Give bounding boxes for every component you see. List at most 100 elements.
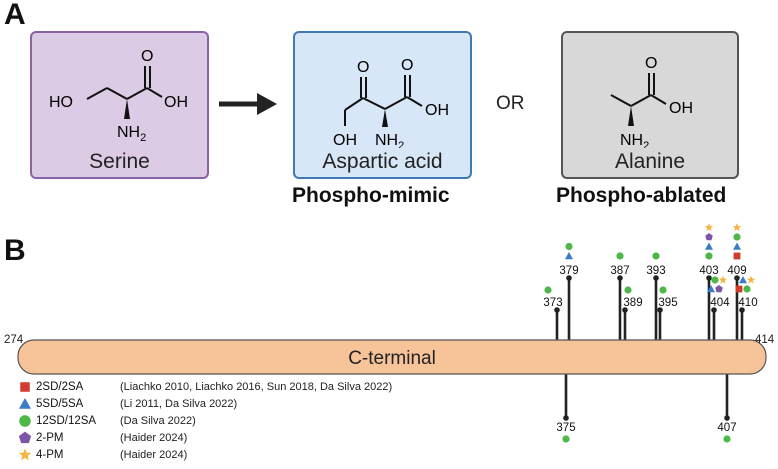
- domain-start-label: 274: [4, 334, 24, 346]
- legend-label: 4-PM: [36, 448, 64, 461]
- alanine-oh: OH: [669, 100, 693, 117]
- marker-square-409: [733, 252, 741, 260]
- legend-reference: (Da Silva 2022): [120, 414, 196, 427]
- marker-star-410: [746, 275, 756, 284]
- star-icon: [18, 447, 32, 462]
- legend: 2SD/2SA (Liachko 2010, Liachko 2016, Sun …: [18, 378, 392, 463]
- circle-icon: [18, 414, 32, 428]
- alanine-structure: O OH NH2: [610, 55, 693, 148]
- site-dot-410: [739, 307, 745, 313]
- legend-label: 2SD/2SA: [36, 380, 84, 393]
- marker-star-404: [718, 275, 728, 284]
- serine-o: O: [141, 48, 153, 65]
- aspartic-oh-left: OH: [333, 132, 357, 148]
- marker-circle-373: [544, 286, 552, 294]
- legend-item-triangle: 5SD/5SA (Li 2011, Da Silva 2022): [18, 395, 392, 412]
- site-label-379: 379: [559, 265, 578, 277]
- legend-reference: (Li 2011, Da Silva 2022): [120, 397, 238, 410]
- phospho-ablated-caption: Phospho-ablated: [556, 184, 727, 207]
- legend-marker-star: [18, 447, 32, 460]
- legend-label: 12SD/12SA: [36, 414, 97, 427]
- marker-circle-409: [733, 233, 741, 241]
- site-label-409: 409: [727, 265, 746, 277]
- marker-circle-389: [624, 286, 632, 294]
- marker-square-410: [735, 285, 743, 293]
- aspartic-oh-right: OH: [425, 102, 449, 119]
- marker-circle-404: [711, 276, 719, 284]
- site-dot-379: [566, 275, 572, 281]
- site-389: 389: [622, 286, 643, 313]
- legend-label: 5SD/5SA: [36, 397, 84, 410]
- legend-item-square: 2SD/2SA (Liachko 2010, Liachko 2016, Sun …: [18, 378, 392, 395]
- legend-reference: (Haider 2024): [120, 448, 188, 461]
- legend-marker-circle: [19, 414, 31, 427]
- alanine-nh2: NH2: [620, 132, 649, 148]
- pentagon-icon: [18, 431, 32, 445]
- legend-reference: (Liachko 2010, Liachko 2016, Sun 2018, D…: [120, 380, 393, 393]
- site-dot-407: [724, 415, 730, 421]
- site-label-387: 387: [610, 265, 629, 277]
- aspartic-acid-box: O O OH OH NH2 Aspartic acid: [293, 31, 472, 179]
- marker-pentagon-404: [715, 285, 723, 293]
- site-label-393: 393: [646, 265, 665, 277]
- alanine-box: O OH NH2 Alanine: [561, 31, 739, 179]
- panel-a-letter: A: [4, 0, 26, 31]
- site-410: 410: [735, 275, 758, 313]
- legend-marker-triangle: [19, 397, 31, 409]
- serine-structure: HO OH O NH2: [49, 48, 188, 144]
- site-379: 379: [559, 242, 579, 281]
- serine-box: HO OH O NH2 Serine: [30, 31, 209, 179]
- legend-label: 2-PM: [36, 431, 64, 444]
- marker-circle-407: [723, 435, 731, 443]
- site-407: 407: [717, 415, 737, 443]
- c-terminal-label: C-terminal: [348, 348, 436, 369]
- marker-star-403: [704, 223, 714, 232]
- marker-star-409: [732, 223, 742, 232]
- site-dot-403: [706, 275, 712, 281]
- alanine-o: O: [645, 55, 657, 72]
- site-label-389: 389: [623, 297, 642, 309]
- marker-circle-379: [565, 242, 573, 251]
- panel-b-letter: B: [4, 234, 26, 267]
- site-label-373: 373: [543, 297, 562, 309]
- marker-circle-393: [652, 252, 660, 260]
- legend-marker-square: [20, 381, 30, 392]
- marker-pentagon-403: [705, 233, 713, 241]
- serine-name: Serine: [89, 150, 150, 173]
- marker-circle-375: [562, 435, 570, 443]
- site-395: 395: [657, 286, 678, 313]
- triangle-icon: [18, 397, 32, 411]
- domain-end-label: 414: [755, 334, 775, 346]
- aspartic-acid-structure: O O OH OH NH2: [333, 57, 449, 148]
- site-dot-404: [711, 307, 717, 313]
- site-375: 375: [556, 415, 576, 443]
- site-dot-373: [554, 307, 560, 313]
- marker-triangle-379: [565, 252, 573, 260]
- serine-nh2: NH2: [117, 124, 146, 144]
- site-409: 409: [727, 223, 747, 281]
- legend-item-star: 4-PM (Haider 2024): [18, 446, 392, 463]
- site-387: 387: [610, 252, 630, 281]
- site-label-395: 395: [658, 297, 677, 309]
- square-icon: [18, 380, 32, 394]
- marker-triangle-410: [739, 276, 747, 284]
- site-dot-393: [653, 275, 659, 281]
- site-dot-387: [617, 275, 623, 281]
- aspartic-acid-name: Aspartic acid: [322, 150, 443, 173]
- site-label-407: 407: [717, 422, 736, 434]
- marker-circle-395: [659, 286, 667, 294]
- marker-triangle-409: [733, 242, 741, 250]
- phospho-mimic-caption: Phospho-mimic: [292, 184, 450, 207]
- aspartic-nh2: NH2: [375, 132, 404, 148]
- right-arrow-icon: [219, 93, 277, 115]
- c-terminal-domain-bar: [17, 339, 767, 375]
- site-label-375: 375: [556, 422, 575, 434]
- site-dot-409: [734, 275, 740, 281]
- site-393: 393: [646, 252, 666, 281]
- or-text: OR: [496, 93, 525, 114]
- site-404: 404: [707, 275, 730, 313]
- site-label-403: 403: [699, 265, 718, 277]
- marker-circle-410: [743, 285, 751, 293]
- site-403: 403: [699, 223, 719, 281]
